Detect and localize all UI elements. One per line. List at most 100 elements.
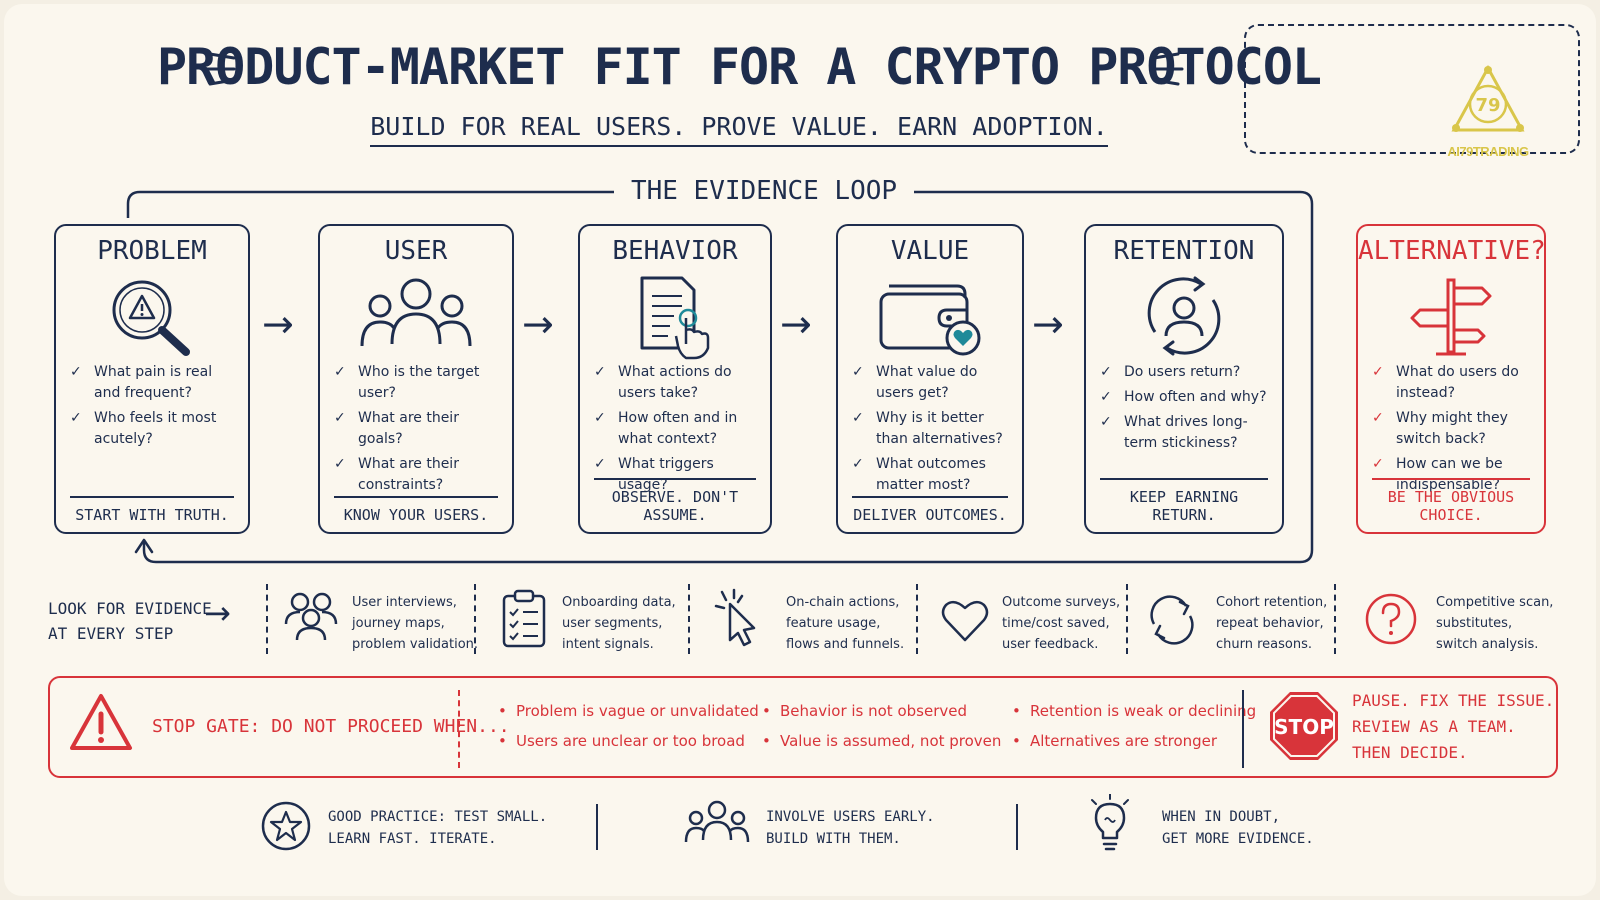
question-item: Do users return? [1100, 362, 1272, 383]
evidence-divider [1334, 584, 1336, 654]
evidence-line: Cohort retention, [1216, 595, 1328, 610]
evidence-line: On-chain actions, [786, 595, 900, 610]
card-title: ALTERNATIVE? [1358, 236, 1546, 266]
title-emphasis-right-icon [1152, 52, 1184, 86]
footer-line: BUILD WITH THEM. [766, 831, 901, 847]
card-footer: BE THE OBVIOUS CHOICE. [1372, 478, 1530, 524]
gate-condition: Problem is vague or unvalidated [496, 696, 759, 726]
subtitle-text: BUILD FOR REAL USERS. PROVE VALUE. EARN … [370, 112, 1108, 147]
loop-label: THE EVIDENCE LOOP [614, 176, 914, 206]
gate-advice-line: PAUSE. FIX THE ISSUE. [1352, 691, 1555, 710]
footer-line: GOOD PRACTICE: TEST SMALL. [328, 809, 548, 825]
evidence-line: flows and funnels. [786, 637, 905, 652]
question-item: What are their constraints? [334, 454, 502, 496]
evidence-line: Competitive scan, [1436, 595, 1554, 610]
footer-more-evidence: WHEN IN DOUBT, GET MORE EVIDENCE. [1086, 793, 1314, 860]
question-list: What do users do instead? Why might they… [1372, 362, 1534, 500]
question-item: What are their goals? [334, 408, 502, 450]
question-list: Do users return? How often and why? What… [1100, 362, 1272, 458]
stop-sign-text: STOP [1274, 715, 1334, 739]
evidence-divider [1126, 584, 1128, 654]
infographic-canvas: PRODUCT-MARKET FIT FOR A CRYPTO PROTOCOL… [4, 4, 1596, 896]
magnifier-warning-icon [112, 280, 190, 356]
gate-divider [1242, 690, 1244, 768]
evidence-divider [916, 584, 918, 654]
flow-arrow-icon: → [522, 302, 554, 346]
warning-triangle-icon [70, 694, 132, 750]
heart-icon [941, 600, 989, 642]
card-problem: PROBLEM What pain is real and frequent? … [54, 224, 250, 534]
gate-condition-list: Behavior is not observed Value is assume… [760, 696, 1001, 756]
card-retention: RETENTION Do users return? How often and… [1084, 224, 1284, 534]
question-item: What drives long-term stickiness? [1100, 412, 1272, 454]
card-behavior: BEHAVIOR What actions do users take? How… [578, 224, 772, 534]
footer-good-practice: GOOD PRACTICE: TEST SMALL. LEARN FAST. I… [260, 800, 547, 860]
stop-gate-panel: STOP GATE: DO NOT PROCEED WHEN... Proble… [48, 676, 1558, 778]
card-footer: KEEP EARNING RETURN. [1100, 478, 1268, 524]
evidence-line: user segments, [562, 616, 663, 631]
gate-advice-line: REVIEW AS A TEAM. [1352, 717, 1516, 736]
card-user: USER Who is the target user? What are th… [318, 224, 514, 534]
evidence-line: problem validation. [352, 637, 479, 652]
user-group-icon [360, 278, 472, 347]
evidence-text: Onboarding data, user segments, intent s… [562, 592, 702, 655]
question-icon [1365, 593, 1417, 645]
evidence-line: substitutes, [1436, 616, 1513, 631]
card-footer: DELIVER OUTCOMES. [852, 496, 1008, 524]
card-footer: KNOW YOUR USERS. [334, 496, 498, 524]
question-item: What pain is real and frequent? [70, 362, 238, 404]
logo-placeholder-box [1244, 24, 1580, 154]
gate-advice-line: THEN DECIDE. [1352, 743, 1468, 762]
card-value: VALUE What value do users get? Why is it… [836, 224, 1024, 534]
question-item: Why might they switch back? [1372, 408, 1534, 450]
evidence-lead-line: LOOK FOR EVIDENCE [48, 599, 212, 618]
evidence-loop-path [126, 190, 1314, 564]
question-item: What actions do users take? [594, 362, 760, 404]
evidence-line: churn reasons. [1216, 637, 1313, 652]
evidence-lead: LOOK FOR EVIDENCE AT EVERY STEP [48, 596, 212, 646]
footer-line: LEARN FAST. ITERATE. [328, 831, 497, 847]
gate-advice: PAUSE. FIX THE ISSUE. REVIEW AS A TEAM. … [1352, 688, 1554, 766]
page-subtitle: BUILD FOR REAL USERS. PROVE VALUE. EARN … [4, 112, 1474, 147]
question-item: What do users do instead? [1372, 362, 1534, 404]
document-pointer-icon [640, 276, 710, 360]
cursor-click-icon [714, 588, 756, 647]
clipboard-checklist-icon [502, 589, 546, 648]
footer-divider [1016, 804, 1018, 850]
evidence-text: On-chain actions, feature usage, flows a… [786, 592, 926, 655]
gate-condition: Alternatives are stronger [1010, 726, 1256, 756]
question-item: What value do users get? [852, 362, 1012, 404]
evidence-line: journey maps, [352, 616, 445, 631]
card-title: PROBLEM [97, 236, 207, 266]
title-emphasis-left-icon [204, 52, 236, 86]
people-icon [284, 592, 338, 641]
question-item: How often and in what context? [594, 408, 760, 450]
question-item: How often and why? [1100, 387, 1272, 408]
footer-text: INVOLVE USERS EARLY. BUILD WITH THEM. [766, 806, 935, 850]
question-item: What triggers usage? [594, 454, 760, 496]
star-badge-icon [261, 801, 311, 851]
evidence-line: time/cost saved, [1002, 616, 1110, 631]
gate-condition-list: Retention is weak or declining Alternati… [1010, 696, 1256, 756]
footer-text: WHEN IN DOUBT, GET MORE EVIDENCE. [1162, 806, 1314, 850]
evidence-text: Cohort retention, repeat behavior, churn… [1216, 592, 1356, 655]
refresh-cycle-icon [1150, 595, 1194, 645]
ai79-logo-icon: 79 [1451, 64, 1525, 132]
question-item: Who feels it most acutely? [70, 408, 238, 450]
question-list: What pain is real and frequent? Who feel… [70, 362, 238, 454]
question-item: How can we be indispensable? [1372, 454, 1534, 496]
evidence-line: intent signals. [562, 637, 654, 652]
footer-divider [596, 804, 598, 850]
flow-arrow-icon: → [1032, 302, 1064, 346]
footer-involve-users: INVOLVE USERS EARLY. BUILD WITH THEM. [684, 800, 935, 860]
question-item: Who is the target user? [334, 362, 502, 404]
question-list: What value do users get? Why is it bette… [852, 362, 1012, 500]
footer-line: GET MORE EVIDENCE. [1162, 831, 1314, 847]
evidence-line: User interviews, [352, 595, 457, 610]
evidence-text: User interviews, journey maps, problem v… [352, 592, 492, 655]
flow-arrow-icon: → [262, 302, 294, 346]
user-cycle-icon [1147, 276, 1221, 356]
page-title: PRODUCT-MARKET FIT FOR A CRYPTO PROTOCOL [156, 38, 1322, 96]
evidence-line: Outcome surveys, [1002, 595, 1121, 610]
flow-arrow-icon: → [780, 302, 812, 346]
